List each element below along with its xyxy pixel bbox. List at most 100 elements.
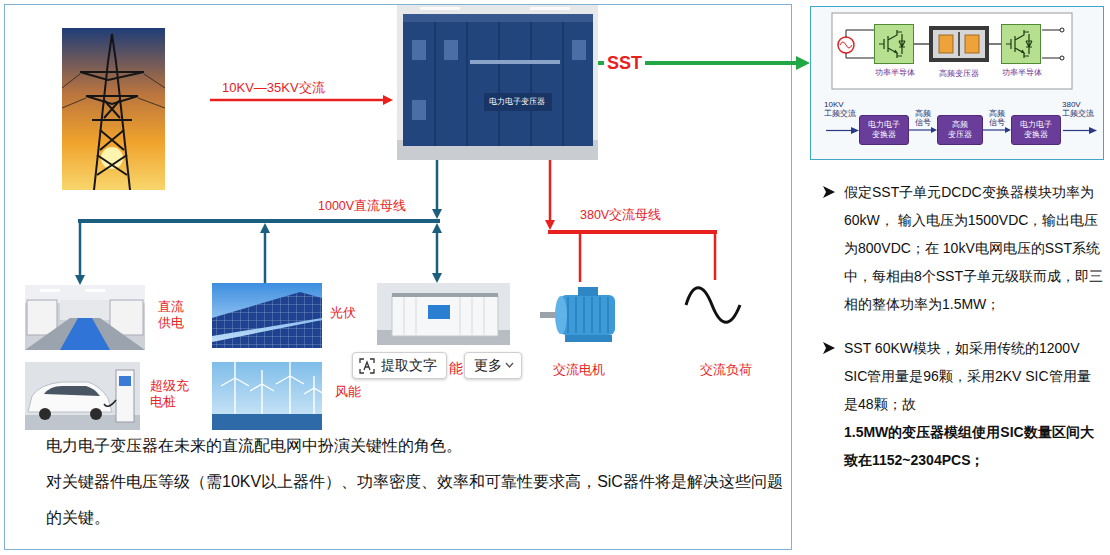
ac-motor-photo-art [540,287,615,342]
bullet-item: 假定SST子单元DCDC变换器模块功率为60kW， 输入电压为1500VDC，输… [820,178,1103,318]
transformer-box: 高频 变压器 [937,115,983,145]
text-label: 1.5MW的变压器模组使用SIC数量区间大致在1152~2304PCS； [844,418,1103,474]
converter-box: 电力电子 变换器 [859,115,909,145]
connector-line [983,129,1007,130]
connector-line [79,223,82,278]
charger-photo-art-part [104,400,116,406]
wind-photo-art-part [276,362,304,414]
incoming-ac-arrow [210,95,393,105]
connector-line [549,160,552,223]
node-text: 风能 [335,384,361,400]
wind-photo-art-part [221,362,322,414]
hf-transformer-part [965,35,979,53]
connector-line [914,43,929,44]
connector [914,44,929,45]
power-tower-photo-part [80,72,144,120]
storage-photo-art [377,283,510,345]
hf-transformer-part [958,32,960,56]
node-text: 高频 变压器 [948,120,972,140]
hf-transformer-part [933,30,985,58]
node-text: 功率半导体 [1002,68,1042,77]
bullet-symbol [822,185,836,199]
arrow-head [260,223,270,233]
dc-supply-photo-art-part [60,318,110,350]
pv-photo-art-part [212,283,322,348]
panel-border [5,5,792,550]
transformer-cabinet-photo [397,5,598,160]
wind-photo-art-part [212,362,322,430]
storage-photo-art-part [392,296,498,336]
charger-photo-art [25,362,140,430]
pv-photo: 光伏 [212,283,322,348]
text-label: 电力电子变压器在未来的直流配电网中扮演关键性的角色。 [46,428,462,464]
node-text: 光伏 [330,305,356,321]
dc-bus: 1000V直流母线 [78,219,440,223]
ac-load-sine [686,288,740,323]
node-text: 功率半导体 [875,68,915,77]
power-semiconductor-part [1026,34,1032,54]
connector-line [436,230,439,276]
power-tower-photo-part [94,34,130,190]
node-text: 更多 [464,352,522,379]
node-text: 能 [449,360,463,376]
wind-photo: 风能 [212,362,322,430]
connector [580,234,581,282]
power-tower-photo-part [97,100,127,175]
sst-schematic-art-part [810,6,1104,160]
sst-schematic-art-part [838,37,854,53]
transformer-cabinet-photo-part [484,93,552,111]
arrow-head [75,275,85,285]
node-text: 超级充 电桩 [150,378,189,410]
text-label: 对关键器件电压等级（需10KV以上器件）、功率密度、效率和可靠性要求高，SiC器… [46,464,784,536]
ac-load-symbol: 交流负荷 [685,280,745,330]
storage-photo: 能 [377,283,510,345]
dc-supply-photo-art [25,285,145,350]
connector [715,234,716,280]
connector [432,223,442,283]
dc-supply-photo-art-part [25,318,145,350]
converter-box: 电力电子 变换器 [1011,115,1061,145]
power-tower-photo-part [80,34,144,190]
sst-schematic-art-part [1060,56,1064,60]
bullet-item: SST 60KW模块，如采用传统的1200V SIC管用量是96颗，采用2KV … [820,334,1103,474]
power-semiconductor-part [1002,25,1040,63]
sst-schematic-art-part [1060,28,1064,32]
bullet-symbol-part [823,342,835,354]
text-label: 10KV 工频交流 [824,100,856,118]
connector [545,160,555,230]
node-text: 交流负荷 [700,362,752,378]
ocr-popup: 提取文字更多 [352,352,522,379]
transformer-cabinet-photo-part [420,7,460,10]
connector [75,223,85,285]
incoming-ac-arrow-part [383,95,393,105]
bullet-symbol [822,341,836,355]
wind-photo-art [212,362,322,430]
text-label: SST 60KW模块，如采用传统的1200V SIC管用量是96颗，采用2KV … [844,334,1103,418]
sst-schematic-art-part [1089,127,1097,134]
ocr-popup-part [505,362,514,369]
edge-label: SST [604,53,645,73]
power-tower-photo-part [62,28,165,190]
pv-photo-art [212,283,322,348]
dc-supply-photo-art-part [27,300,57,335]
charger-photo-art-part [119,376,131,386]
power-semiconductor-part [1006,30,1032,58]
charger-photo-art-part [90,408,102,420]
wind-photo-art-part [212,414,322,430]
power-semiconductor-part [899,34,905,54]
charger-photo-art-part [28,382,112,412]
connector [432,160,442,219]
storage-photo-art-part [392,293,498,297]
ac-motor-photo-art-part [565,335,612,342]
power-semiconductor-part [879,30,897,58]
sst-schematic-art [810,6,1104,160]
pv-photo-art-part [212,320,322,348]
transformer-cabinet-photo-part [397,5,598,160]
wind-photo-art-part [221,362,249,414]
bullet-list: 假定SST子单元DCDC变换器模块功率为60kW， 输入电压为1500VDC，输… [820,178,1103,474]
transformer-cabinet-photo-part [412,100,426,120]
dc-supply-photo-art-part [85,289,105,292]
incoming-ac-arrow-part [210,99,385,102]
text-label: 380V 工频交流 [1062,100,1094,118]
wind-photo-art-part [304,376,322,414]
